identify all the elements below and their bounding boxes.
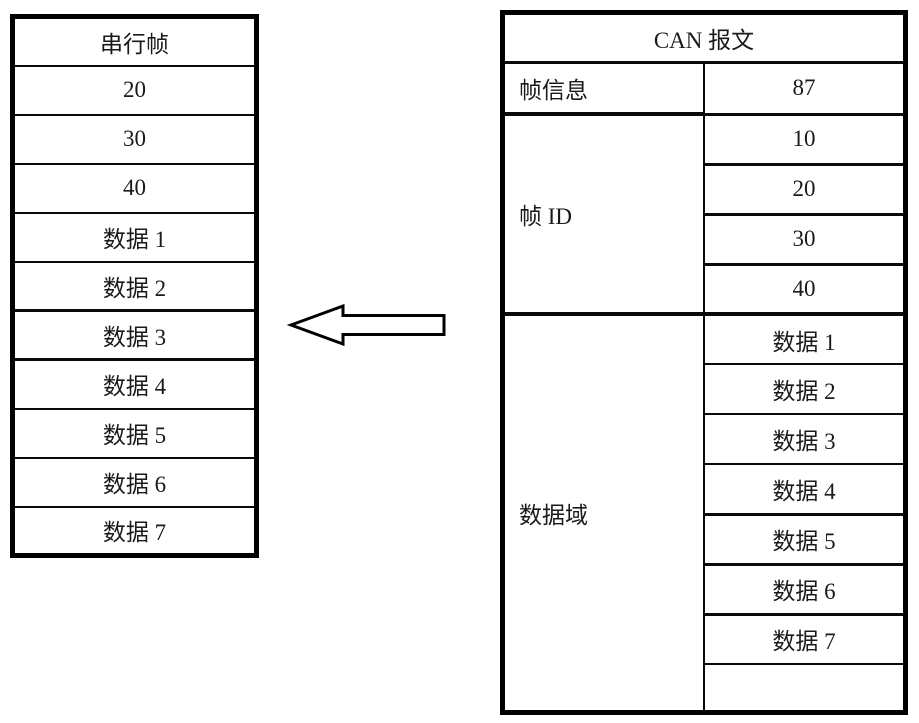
serial-frame-cell-data3: 数据 3: [11, 309, 258, 361]
table-row: 串行帧: [11, 15, 258, 67]
serial-frame-cell-data5: 数据 5: [11, 407, 258, 459]
table-row: 数据 3: [11, 309, 258, 361]
data-value-cell-7: 数据 7: [703, 613, 907, 665]
serial-frame-title: 串行帧: [11, 15, 258, 67]
data-value-cell-6: 数据 6: [703, 563, 907, 616]
can-message-table: CAN 报文 帧信息 87 帧 ID 10 20 30 40 数据域 数据: [500, 10, 908, 715]
data-value-cell-3: 数据 3: [703, 413, 907, 465]
table-row: 20: [503, 162, 907, 216]
frame-id-value-cell-30: 30: [703, 212, 907, 266]
serial-frame-cell-data6: 数据 6: [11, 456, 258, 508]
frame-id-value-cell-40: 40: [703, 262, 907, 315]
data-value-cell-5: 数据 5: [703, 513, 907, 566]
table-row: 数据 5: [503, 513, 907, 566]
frame-id-label-cell: 帧 ID: [501, 112, 705, 315]
table-row: 数据 3: [503, 413, 907, 465]
data-value-cell-4: 数据 4: [703, 463, 907, 516]
table-row: [503, 663, 907, 713]
serial-frame-cell-data4: 数据 4: [11, 358, 258, 410]
table-row: 30: [503, 212, 907, 266]
left-arrow-icon: [287, 303, 446, 347]
serial-frame-cell-data2: 数据 2: [11, 260, 258, 312]
table-row: 数据 4: [11, 358, 258, 410]
data-field-label: 数据域: [519, 502, 588, 528]
table-row: 20: [11, 64, 258, 116]
frame-info-label-cell: 帧信息: [501, 61, 705, 116]
serial-frame-table: 串行帧 20 30 40 数据 1 数据 2 数据 3 数据 4 数据 5 数据…: [10, 14, 259, 558]
table-row: 数据域 数据 1: [501, 312, 907, 713]
table-row: CAN 报文: [501, 11, 907, 64]
table-row: 数据 1: [11, 211, 258, 263]
serial-frame-cell-data1: 数据 1: [11, 211, 258, 263]
serial-frame-cell-data7: 数据 7: [11, 505, 258, 557]
data-value-cell-1: 数据 1: [703, 312, 907, 365]
table-row: 30: [11, 113, 258, 165]
table-row: 帧信息 87: [501, 61, 907, 116]
table-row: 数据 7: [11, 505, 258, 557]
data-value-cell-2: 数据 2: [703, 363, 907, 415]
frame-id-label: 帧 ID: [519, 204, 573, 229]
table-row: 数据 5: [11, 407, 258, 459]
table-row: 40: [11, 162, 258, 214]
table-row: 帧 ID 10: [501, 112, 907, 315]
table-row: 数据 2: [11, 260, 258, 312]
frame-id-value-cell-10: 10: [703, 113, 907, 166]
serial-frame-cell-40: 40: [11, 162, 258, 214]
table-row: 数据 7: [503, 613, 907, 665]
frame-info-value-cell: 87: [703, 61, 907, 116]
frame-id-value-cell-20: 20: [703, 162, 907, 216]
data-value-cell-empty: [703, 663, 907, 713]
table-row: 数据 6: [503, 563, 907, 616]
data-field-label-cell: 数据域: [501, 312, 705, 713]
serial-frame-cell-20: 20: [11, 64, 258, 116]
table-row: 40: [503, 262, 907, 315]
serial-frame-cell-30: 30: [11, 113, 258, 165]
table-row: 数据 2: [503, 363, 907, 415]
table-row: 数据 6: [11, 456, 258, 508]
frame-info-label: 帧信息: [519, 78, 588, 103]
table-row: 数据 4: [503, 463, 907, 516]
can-message-title: CAN 报文: [501, 11, 907, 64]
